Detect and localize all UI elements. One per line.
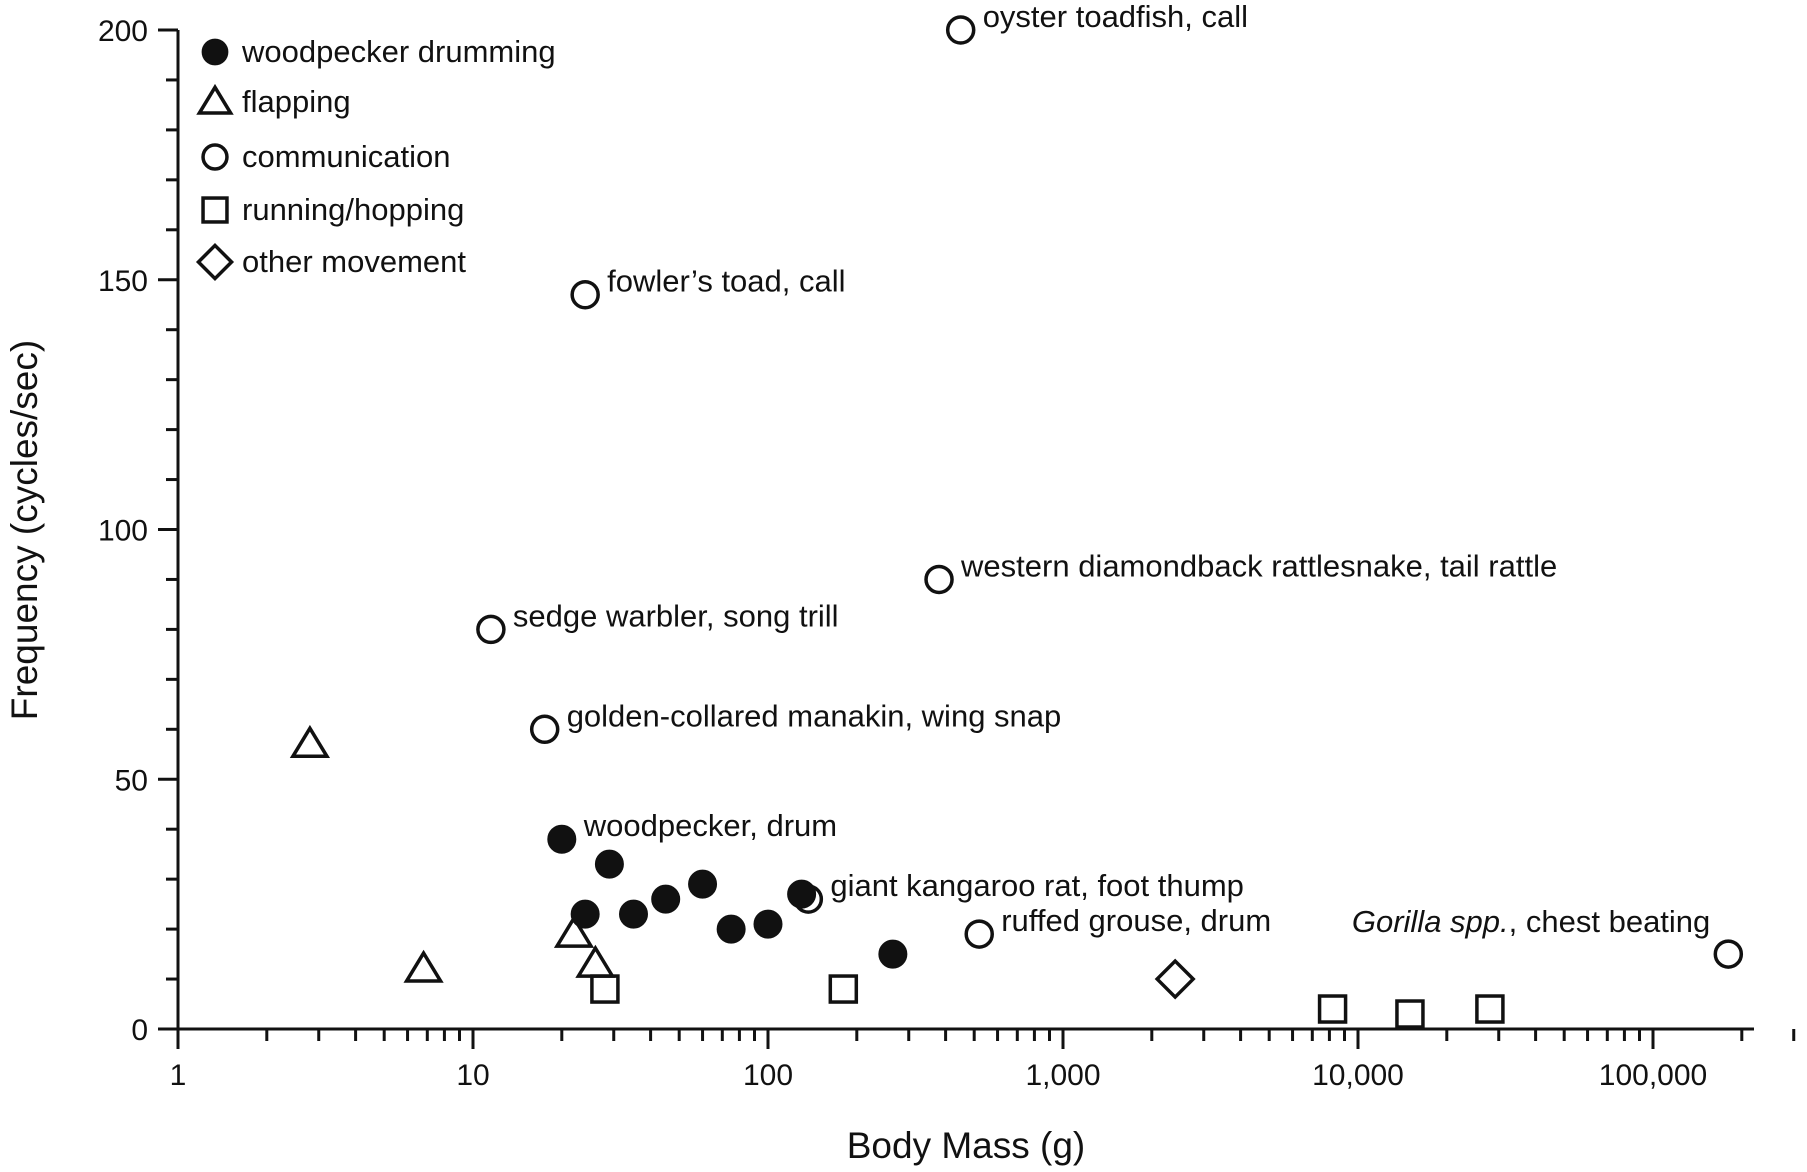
annotation-label: oyster toadfish, call (983, 0, 1248, 34)
point-running-hopping (1395, 999, 1425, 1029)
point-running-hopping (1317, 994, 1348, 1024)
legend-marker-running-hopping (201, 196, 229, 224)
point-woodpecker-drumming (547, 824, 577, 854)
point-communication (476, 614, 506, 645)
legend-label: flapping (242, 84, 351, 119)
x-tick-label: 1 (170, 1059, 187, 1092)
legend-label: communication (242, 139, 450, 174)
y-tick-label: 200 (98, 15, 148, 48)
x-axis-title: Body Mass (g) (847, 1125, 1086, 1166)
point-communication (945, 15, 976, 45)
legend-marker-other-movement (195, 242, 235, 282)
annotations: oyster toadfish, call fowler’s toad, call… (513, 0, 1710, 939)
y-tick-label: 100 (98, 515, 148, 548)
legend-marker-flapping (196, 83, 234, 115)
point-flapping (289, 724, 331, 759)
point-running-hopping (828, 974, 859, 1004)
y-axis-title: Frequency (cycles/sec) (4, 340, 45, 720)
point-other-movement (1154, 958, 1196, 1000)
point-woodpecker-drumming (570, 899, 600, 929)
legend-label: other movement (242, 244, 466, 279)
annotation-label: sedge warbler, song trill (513, 598, 839, 633)
legend-marker-communication (201, 143, 229, 171)
y-tick-label: 0 (131, 1014, 148, 1047)
data-points (289, 15, 1744, 1029)
point-woodpecker-drumming (716, 914, 746, 944)
point-woodpecker-drumming (878, 939, 908, 969)
annotation-label: golden-collared manakin, wing snap (567, 698, 1062, 733)
annotation-label: western diamondback rattlesnake, tail ra… (960, 548, 1557, 583)
point-woodpecker-drumming (594, 849, 624, 879)
point-running-hopping (1475, 994, 1505, 1024)
point-woodpecker-drumming (753, 909, 783, 939)
annotation-label: giant kangaroo rat, foot thump (830, 868, 1244, 903)
annotation-italic-part: Gorilla spp. (1352, 904, 1509, 939)
point-flapping (575, 944, 616, 978)
point-woodpecker-drumming (688, 869, 718, 899)
y-ticks: 0 50 100 150 200 (98, 15, 178, 1047)
point-woodpecker-drumming (787, 879, 817, 909)
point-flapping (553, 914, 595, 948)
legend: woodpecker drumming flapping communication… (195, 34, 556, 282)
x-tick-label: 100,000 (1599, 1059, 1707, 1092)
point-woodpecker-drumming (619, 899, 649, 929)
x-tick-label: 10 (456, 1059, 489, 1092)
point-communication (964, 919, 994, 949)
annotation-label: woodpecker, drum (583, 808, 837, 843)
point-running-hopping (590, 974, 620, 1004)
point-communication (924, 564, 954, 595)
point-woodpecker-drumming (651, 884, 681, 914)
x-ticks: 1 10 100 1,000 10,000 100,000 (170, 1029, 1796, 1092)
legend-marker-woodpecker-drumming (201, 38, 229, 66)
x-tick-label: 100 (743, 1059, 793, 1092)
x-tick-label: 1,000 (1025, 1059, 1100, 1092)
point-communication (529, 714, 560, 745)
axes: 0 50 100 150 200 1 10 100 1,000 10,000 100,000 (98, 15, 1796, 1092)
annotation-rest-part: , chest beating (1509, 904, 1711, 939)
point-communication (1713, 939, 1744, 969)
annotation-label: Gorilla spp., chest beating (1352, 904, 1710, 939)
annotation-label: ruffed grouse, drum (1001, 903, 1271, 938)
annotation-label: fowler’s toad, call (607, 264, 845, 299)
point-flapping (403, 949, 444, 983)
y-tick-label: 150 (98, 265, 148, 298)
y-tick-label: 50 (115, 764, 148, 797)
x-tick-label: 10,000 (1312, 1059, 1404, 1092)
point-communication (570, 279, 600, 310)
legend-label: woodpecker drumming (241, 34, 556, 69)
legend-label: running/hopping (242, 192, 464, 227)
